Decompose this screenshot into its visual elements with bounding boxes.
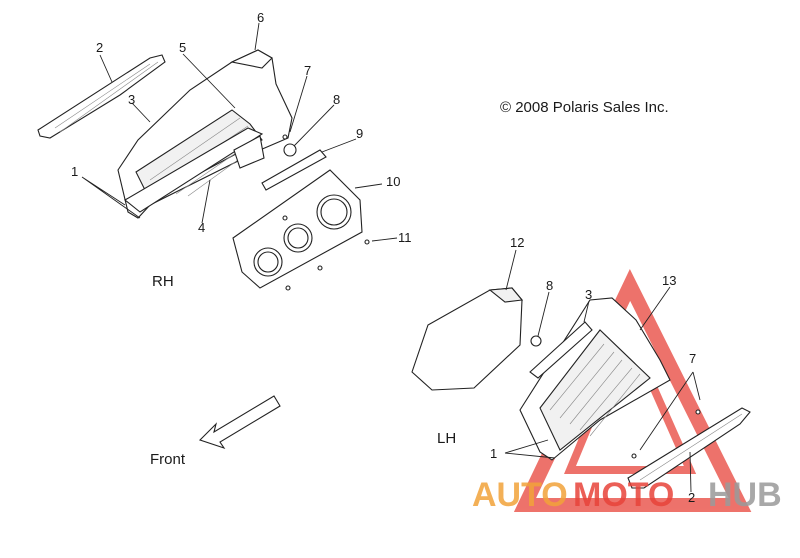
watermark-text: AUTO MOTO HUB	[472, 476, 782, 514]
rh-view-label: RH	[152, 273, 174, 290]
rh-callout-7: 7	[304, 63, 311, 78]
rh-callout-2: 2	[96, 40, 103, 55]
watermark-text-hub: HUB	[708, 476, 782, 514]
watermark-text-moto: MOTO	[573, 476, 674, 514]
front-arrow-icon	[198, 395, 281, 450]
rh-lens-strip	[261, 149, 327, 191]
rh-screws-11	[282, 215, 370, 291]
front-label: Front	[150, 451, 186, 468]
lh-callout-13: 13	[662, 273, 676, 288]
rh-callout-9: 9	[356, 126, 363, 141]
rh-callout-3: 3	[128, 92, 135, 107]
lh-callout-12: 12	[510, 235, 524, 250]
lh-assembly	[411, 249, 751, 493]
lh-screw-7b	[631, 453, 637, 459]
watermark-text-auto: AUTO	[472, 476, 568, 514]
rh-callout-5: 5	[179, 40, 186, 55]
lh-callout-3: 3	[585, 287, 592, 302]
rh-callout-8: 8	[333, 92, 340, 107]
rh-assembly	[37, 22, 398, 291]
lh-screw-7a	[695, 409, 701, 415]
rh-callout-4: 4	[198, 220, 205, 235]
rh-callout-6: 6	[257, 10, 264, 25]
copyright-text: © 2008 Polaris Sales Inc.	[500, 99, 669, 116]
rh-screw-7	[282, 134, 288, 140]
lh-callout-1: 1	[490, 446, 497, 461]
lh-bezel	[529, 321, 593, 379]
rh-knob	[283, 143, 297, 157]
rh-callout-11: 11	[398, 230, 412, 245]
lh-knob	[530, 335, 542, 347]
rh-callout-10: 10	[386, 174, 400, 189]
lh-cover	[411, 287, 523, 391]
lh-callout-8: 8	[546, 278, 553, 293]
rh-callout-1: 1	[71, 164, 78, 179]
rh-lower-frame	[124, 127, 264, 213]
lh-view-label: LH	[437, 430, 456, 447]
lh-callout-2: 2	[688, 490, 695, 505]
lh-callout-7: 7	[689, 351, 696, 366]
